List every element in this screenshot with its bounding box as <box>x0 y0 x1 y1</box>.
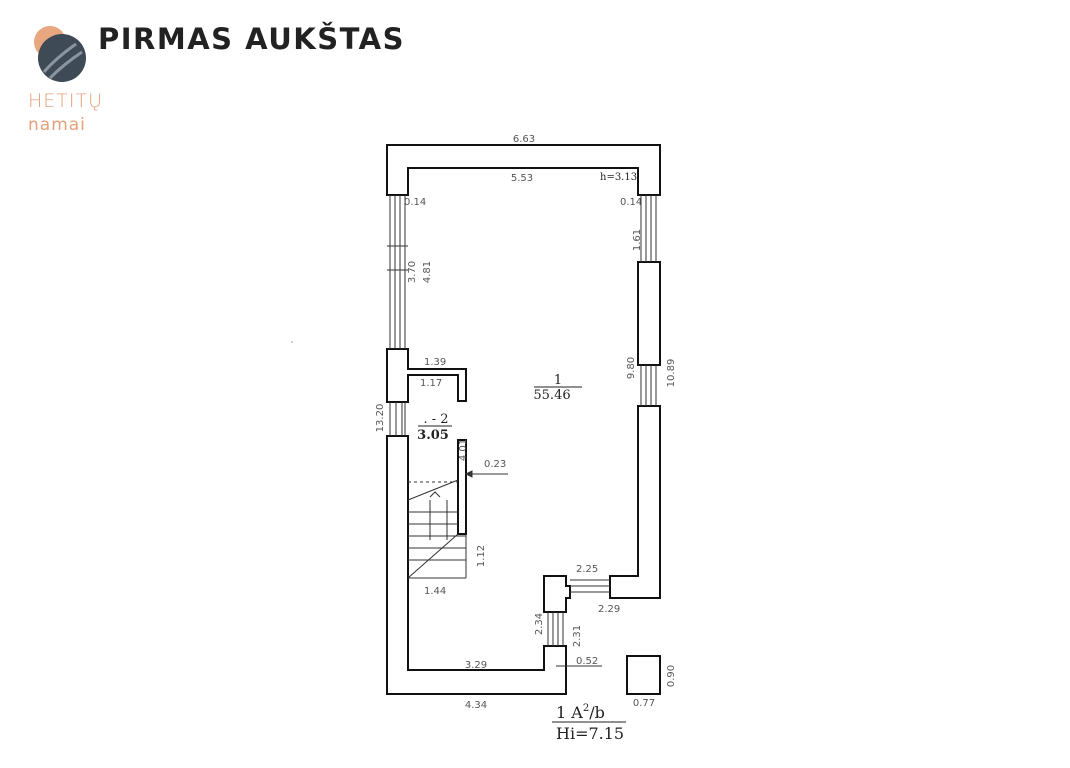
dim-left-upper: 4.81 <box>422 261 433 283</box>
dim-entry-top: 2.25 <box>576 564 598 575</box>
dim-window-left: 3.70 <box>407 261 418 283</box>
wall-right-pier <box>637 261 661 366</box>
room-1-area: 55.46 <box>533 388 570 403</box>
stray-mark <box>291 341 293 343</box>
legend-top: 1 A2/b <box>556 703 605 722</box>
dim-notch-right: 2.31 <box>572 625 583 647</box>
dim-partition-length: 4.01 <box>458 439 469 461</box>
dim-right-outer: 10.89 <box>666 359 677 388</box>
dim-wall-left-top: 0.14 <box>404 197 426 208</box>
dim-bottom-outer: 4.34 <box>465 700 487 711</box>
wall-stair-partition <box>457 439 467 535</box>
window-right-upper <box>640 195 657 262</box>
dim-wall-right-top: 0.14 <box>620 197 642 208</box>
dim-partition-thickness: 0.23 <box>484 459 506 470</box>
wall-left-pier <box>386 348 467 403</box>
dim-notch-wall: 0.52 <box>576 656 598 667</box>
company-logo: HETITŲ namai <box>26 22 106 142</box>
page-title: PIRMAS AUKŠTAS <box>98 22 405 56</box>
dim-partition-inner: 1.17 <box>420 378 442 389</box>
room-2-area: 3.05 <box>417 428 449 443</box>
dim-entry-bottom: 2.29 <box>598 604 620 615</box>
dim-notch-left: 2.34 <box>534 613 545 635</box>
wall-top <box>386 144 661 196</box>
stairs <box>407 479 467 579</box>
room-1-number: 1 <box>554 373 562 388</box>
dim-stair-width: 1.44 <box>424 586 446 597</box>
legend-bottom: Hi=7.15 <box>556 724 624 743</box>
dimension-arrow <box>464 470 473 478</box>
column <box>626 655 661 695</box>
door-entry <box>570 579 610 593</box>
dim-column-height: 0.90 <box>666 665 677 687</box>
dim-top-inner: 5.53 <box>511 173 533 184</box>
room-2-number: . - 2 <box>423 412 448 427</box>
wall-entry-pier <box>543 575 571 613</box>
dim-bottom-inner: 3.29 <box>465 660 487 671</box>
dim-right-inner: 9.80 <box>626 357 637 379</box>
logo-text-bottom: namai <box>28 115 86 135</box>
window-left-upper <box>387 195 408 349</box>
door-left <box>389 402 406 436</box>
dim-partition-outer: 1.39 <box>424 357 446 368</box>
logo-text-top: HETITŲ <box>28 90 104 112</box>
logo-mark-icon <box>34 26 86 82</box>
wall-left-lower <box>386 435 567 695</box>
dim-column-width: 0.77 <box>633 698 655 709</box>
ceiling-height-label: h=3.13 <box>600 172 637 183</box>
wall-right-lower <box>609 405 661 599</box>
dim-left-outer: 13.20 <box>375 404 386 433</box>
window-right-middle <box>640 365 657 406</box>
dim-window-right-top: 1.61 <box>632 229 643 251</box>
door-bottom <box>547 612 564 646</box>
dim-stair-height: 1.12 <box>476 545 487 567</box>
dim-top-outer: 6.63 <box>513 134 535 145</box>
